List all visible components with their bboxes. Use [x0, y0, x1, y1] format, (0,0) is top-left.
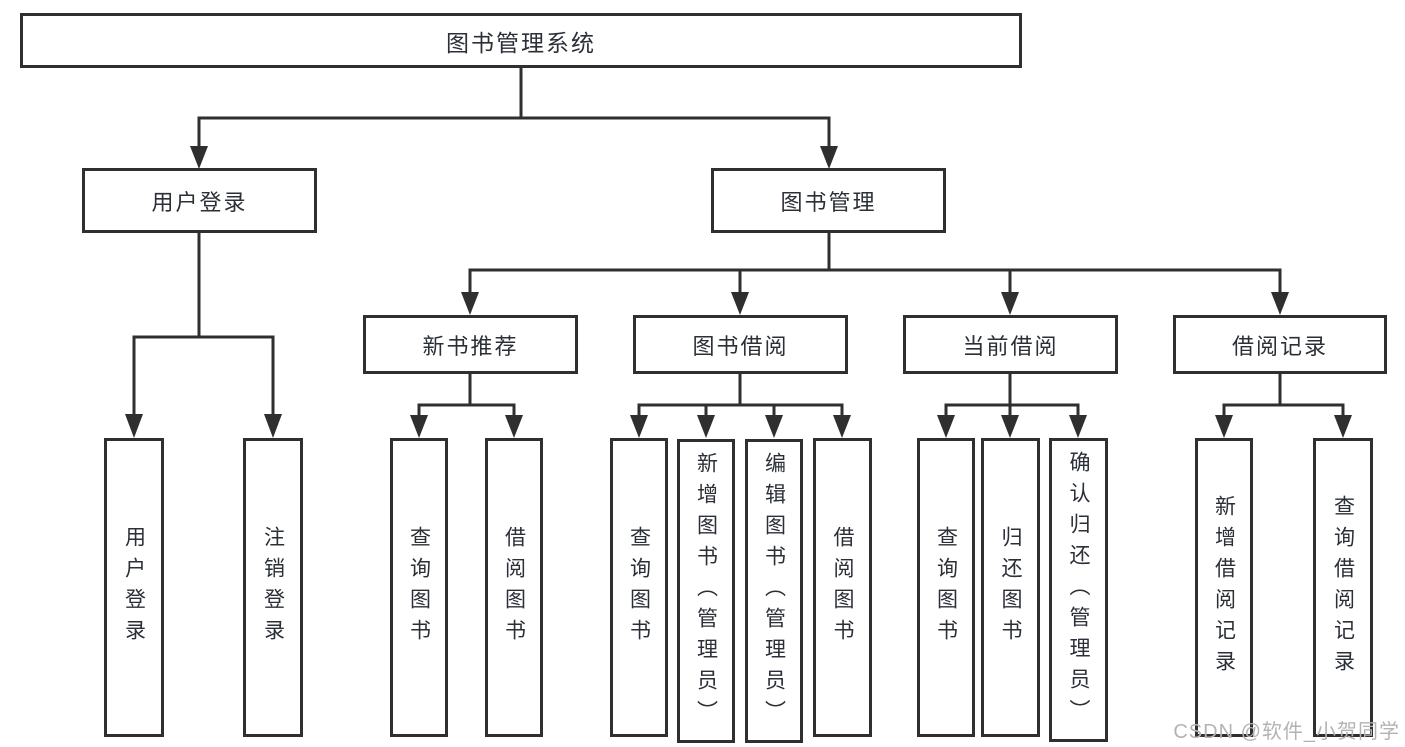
node-current-borrowing: 当前借阅 — [903, 315, 1118, 374]
node-new-book-recommend-label: 新书推荐 — [422, 333, 519, 359]
node-user-login: 用户登录 — [82, 168, 317, 233]
leaf-nb-query-books: 查询图书 — [390, 438, 448, 737]
node-book-management-label: 图书管理 — [780, 189, 877, 215]
leaf-br-add-record: 新增借阅记录 — [1195, 438, 1253, 737]
leaf-br-add-record-label: 新增借阅记录 — [1212, 494, 1236, 681]
node-book-borrowing: 图书借阅 — [633, 315, 848, 374]
leaf-bb-query-books: 查询图书 — [610, 438, 668, 737]
leaf-cb-confirm-return-admin: 确认归还（管理员） — [1049, 438, 1108, 742]
node-book-borrowing-label: 图书借阅 — [692, 333, 789, 359]
node-root-label: 图书管理系统 — [446, 29, 596, 56]
node-borrowing-records: 借阅记录 — [1173, 315, 1387, 374]
leaf-user-login: 用户登录 — [104, 438, 164, 737]
leaf-nb-borrow-books: 借阅图书 — [485, 438, 543, 737]
leaf-bb-borrow-books: 借阅图书 — [813, 438, 872, 737]
leaf-bb-add-books-admin: 新增图书（管理员） — [677, 439, 735, 743]
node-root-system: 图书管理系统 — [20, 13, 1022, 68]
node-book-management: 图书管理 — [711, 168, 946, 233]
leaf-logout-label: 注销登录 — [261, 525, 285, 650]
leaf-bb-edit-books-admin-label: 编辑图书（管理员） — [762, 451, 786, 731]
leaf-bb-query-books-label: 查询图书 — [627, 525, 651, 650]
leaf-user-login-label: 用户登录 — [122, 525, 146, 650]
leaf-bb-add-books-admin-label: 新增图书（管理员） — [694, 451, 718, 731]
leaf-logout: 注销登录 — [243, 438, 303, 737]
leaf-br-query-record: 查询借阅记录 — [1313, 438, 1373, 737]
node-user-login-label: 用户登录 — [151, 189, 248, 215]
leaf-nb-query-books-label: 查询图书 — [407, 525, 431, 650]
leaf-cb-query-books-label: 查询图书 — [934, 525, 958, 650]
leaf-bb-borrow-books-label: 借阅图书 — [831, 525, 854, 650]
leaf-cb-query-books: 查询图书 — [917, 438, 975, 737]
node-new-book-recommend: 新书推荐 — [363, 315, 578, 374]
leaf-br-query-record-label: 查询借阅记录 — [1331, 494, 1355, 681]
leaf-cb-confirm-return-admin-label: 确认归还（管理员） — [1067, 450, 1090, 730]
csdn-watermark: CSDN @软件_小贺同学 — [1173, 721, 1400, 743]
node-borrowing-records-label: 借阅记录 — [1231, 333, 1328, 359]
leaf-bb-edit-books-admin: 编辑图书（管理员） — [745, 439, 803, 743]
leaf-cb-return-books-label: 归还图书 — [999, 525, 1022, 650]
leaf-nb-borrow-books-label: 借阅图书 — [502, 525, 526, 650]
node-current-borrowing-label: 当前借阅 — [962, 333, 1059, 359]
leaf-cb-return-books: 归还图书 — [981, 438, 1040, 737]
